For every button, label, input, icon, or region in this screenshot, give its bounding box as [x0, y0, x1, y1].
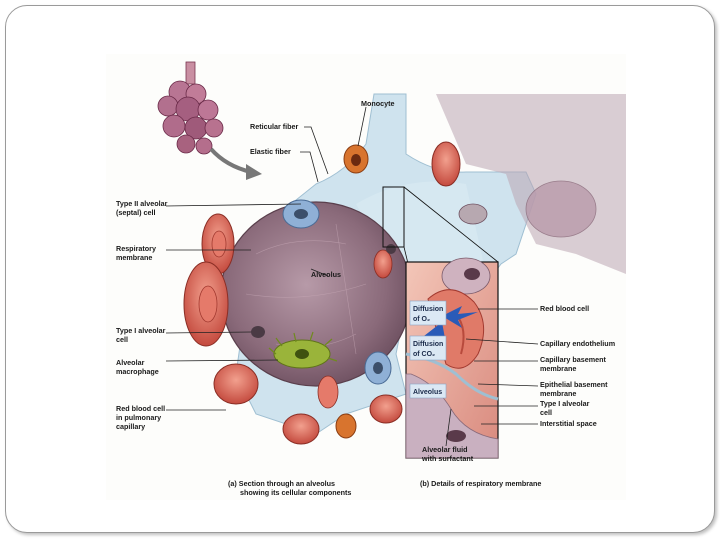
type-i-label-2: cell	[116, 335, 128, 344]
elastic-fiber-label: Elastic fiber	[250, 147, 291, 156]
type-i-right-label-2: cell	[540, 408, 552, 417]
capillary-basement-label-2: membrane	[540, 364, 576, 373]
type-i-label-1: Type I alveolar	[116, 326, 166, 335]
epithelial-basement-label-2: membrane	[540, 389, 576, 398]
type-i-cell-nucleus	[251, 326, 265, 338]
zoom-region-box	[382, 186, 405, 248]
rbc-capillary-label-1: Red blood cell	[116, 404, 165, 413]
zoom-arrow-head	[246, 164, 262, 180]
respiratory-membrane-label-2: membrane	[116, 253, 152, 262]
alveolus-figure: Diffusion of O₂ Diffusion of CO₂ Alveolu…	[106, 54, 626, 500]
inset-alveolus-label: Alveolus	[413, 389, 442, 396]
alveolar-fluid-label-2: with surfactant	[421, 454, 474, 463]
type-i-right-label-1: Type I alveolar	[540, 399, 590, 408]
alveolus-label: Alveolus	[311, 270, 341, 279]
alveolar-sac-cluster	[157, 61, 224, 155]
diffusion-o2-label-1: Diffusion	[413, 306, 443, 313]
o2-diffusion-arrow	[442, 306, 478, 328]
type-ii-label-1: Type II alveolar	[116, 199, 168, 208]
alveolus-diagram: Diffusion of O₂ Diffusion of CO₂ Alveolu…	[116, 61, 626, 497]
pulmonary-capillaries-left	[183, 213, 403, 445]
capillary-top-right	[431, 141, 461, 187]
rbc-capillary-label-2: in pulmonary	[116, 413, 161, 422]
zoom-arrow	[209, 147, 252, 174]
caption-a-line-2: showing its cellular components	[240, 488, 351, 497]
rbc-label: Red blood cell	[540, 304, 589, 313]
diffusion-co2-label-1: Diffusion	[413, 341, 443, 348]
epithelial-basement-label-1: Epithelial basement	[540, 380, 608, 389]
respiratory-membrane-inset	[405, 257, 499, 459]
monocyte-label: Monocyte	[361, 99, 395, 108]
diffusion-co2-label-2: of CO₂	[413, 351, 435, 358]
caption-b: (b) Details of respiratory membrane	[420, 479, 541, 488]
alveolar-macrophage	[268, 331, 338, 369]
monocyte-cell	[343, 144, 369, 174]
respiratory-membrane-label-1: Respiratory	[116, 244, 156, 253]
slide-frame: Diffusion of O₂ Diffusion of CO₂ Alveolu…	[5, 5, 715, 533]
interstitial-space-label: Interstitial space	[540, 419, 597, 428]
rbc-capillary-label-3: capillary	[116, 422, 145, 431]
capillary-basement-label-1: Capillary basement	[540, 355, 607, 364]
type-ii-cell	[282, 199, 320, 229]
caption-a-line-1: (a) Section through an alveolus	[228, 479, 335, 488]
type-ii-label-2: (septal) cell	[116, 208, 156, 217]
alveolar-fluid-label-1: Alveolar fluid	[422, 445, 468, 454]
reticular-fiber-label: Reticular fiber	[250, 122, 299, 131]
macrophage-label-2: macrophage	[116, 367, 159, 376]
capillary-endothelium-label: Capillary endothelium	[540, 339, 615, 348]
macrophage-label-1: Alveolar	[116, 358, 145, 367]
diffusion-o2-label-2: of O₂	[413, 316, 430, 323]
